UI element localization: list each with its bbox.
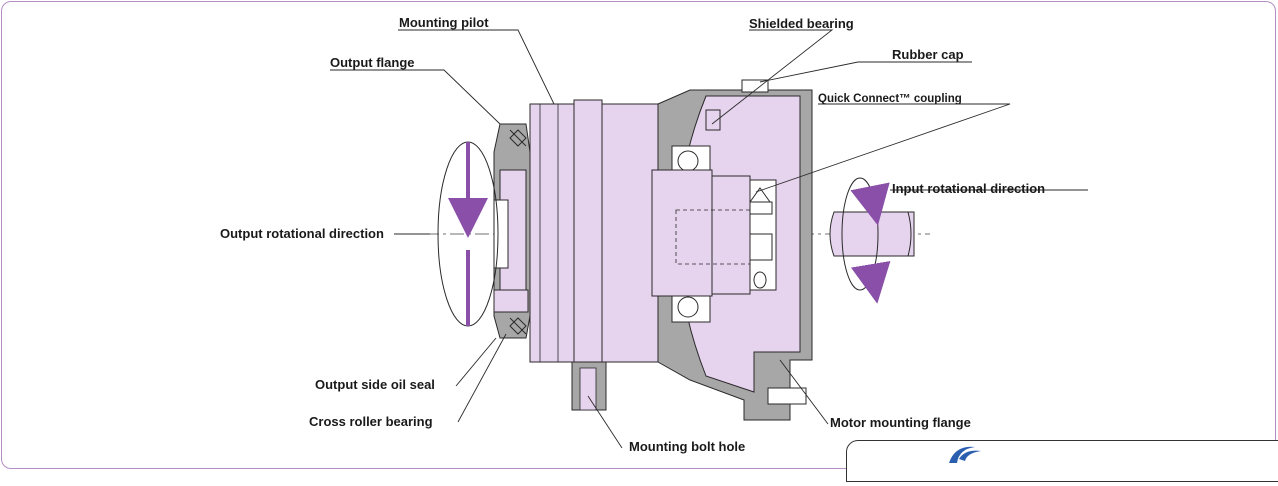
input-rotation-arrow-icon [841, 177, 891, 304]
label-quick-connect-coupling: Quick Connect™ coupling [818, 93, 962, 105]
label-mounting-pilot: Mounting pilot [399, 15, 489, 30]
logo-panel [846, 440, 1278, 482]
label-rubber-cap: Rubber cap [892, 47, 964, 62]
label-motor-mounting-flange: Motor mounting flange [830, 415, 971, 430]
output-rotation-arrow-icon [437, 141, 499, 327]
label-output-rotational-direction: Output rotational direction [220, 226, 384, 241]
label-output-flange: Output flange [330, 55, 415, 70]
shielded-bearing-bottom [671, 291, 711, 323]
quick-connect-coupling [651, 169, 777, 297]
output-flange [493, 123, 531, 339]
label-cross-roller-bearing: Cross roller bearing [309, 414, 433, 429]
label-mounting-bolt-hole: Mounting bolt hole [629, 439, 745, 454]
label-shielded-bearing: Shielded bearing [749, 16, 854, 31]
label-input-rotational-direction: Input rotational direction [892, 181, 1045, 196]
leader-lines [330, 29, 1088, 449]
label-output-side-oil-seal: Output side oil seal [315, 377, 435, 392]
gearhead-cross-section-diagram: Mounting pilot Output flange Shielded be… [220, 15, 1088, 454]
gearhead-housing [529, 99, 659, 411]
logo-swoosh-icon [949, 446, 981, 463]
